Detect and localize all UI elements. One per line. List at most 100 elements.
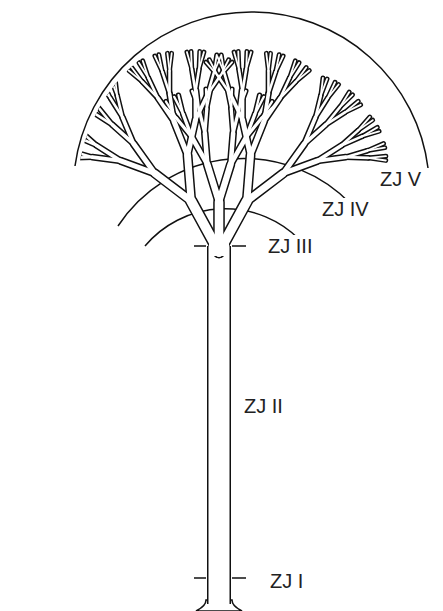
- branch-fill: [179, 95, 184, 114]
- branch-fill: [117, 96, 122, 118]
- branch-fill: [159, 55, 163, 72]
- branch-fill: [255, 97, 264, 114]
- branch-fill: [233, 109, 239, 133]
- branch-fill: [205, 109, 207, 134]
- branch-fill: [283, 161, 317, 173]
- trunk: [196, 246, 242, 611]
- branch-fill: [362, 131, 379, 136]
- zone-arcs: [75, 12, 428, 246]
- zone-label: ZJ V: [378, 168, 423, 190]
- branch-fill: [103, 82, 111, 98]
- branch-fill: [54, 144, 70, 151]
- branch-outline: [368, 158, 386, 161]
- branch-fill: [317, 157, 345, 161]
- branch-fill: [227, 89, 231, 108]
- branch-outline: [59, 131, 76, 136]
- branch-fill: [230, 89, 233, 108]
- branch-outline: [207, 164, 219, 202]
- branch-fill: [315, 98, 327, 117]
- tick: [194, 577, 206, 579]
- trunk-fill: [209, 246, 230, 606]
- branch-fill: [123, 118, 134, 144]
- branch-fill: [243, 69, 247, 91]
- branch-fill: [234, 52, 239, 69]
- branch-fill: [237, 51, 240, 69]
- zone-ticks: [194, 246, 246, 578]
- branch-fill: [134, 144, 155, 173]
- branch-fill: [132, 68, 143, 82]
- tick: [194, 245, 206, 247]
- branch-fill: [98, 107, 112, 125]
- branch-fill: [168, 71, 171, 94]
- branch-fill: [262, 104, 276, 118]
- branch-fill: [59, 131, 76, 136]
- branch-fill: [221, 55, 224, 73]
- branch-fill: [326, 113, 345, 125]
- branch-fill: [368, 158, 386, 161]
- zone-label: ZJ III: [266, 235, 314, 257]
- branch-fill: [290, 63, 299, 78]
- branch-fill: [197, 90, 199, 109]
- branch-outline: [52, 156, 70, 158]
- branch-fill: [80, 101, 94, 112]
- branch-fill: [340, 95, 353, 107]
- branch-outline: [199, 52, 204, 69]
- zone-label: ZJ II: [242, 395, 285, 417]
- branch-fill: [85, 95, 98, 107]
- zone-label: ZJ IV: [320, 198, 371, 220]
- branch-fill: [246, 52, 251, 69]
- branch-fill: [231, 137, 247, 164]
- branch-fill: [321, 79, 327, 96]
- branch-outline: [246, 52, 251, 69]
- branch-fill: [52, 156, 70, 158]
- branch-outline: [85, 95, 98, 107]
- branch-fill: [280, 82, 296, 98]
- branch-fill: [89, 92, 98, 107]
- branch-fill: [327, 85, 338, 99]
- branch-outline: [52, 158, 70, 161]
- branch-fill: [195, 69, 199, 91]
- outer-arc: [75, 12, 428, 168]
- branch-fill: [268, 72, 275, 93]
- branch-fill: [61, 127, 76, 136]
- branch-fill: [205, 133, 207, 164]
- branch-outline: [219, 164, 231, 202]
- branch-fill: [276, 56, 284, 72]
- branch-fill: [346, 156, 369, 159]
- branch-outline: [77, 105, 93, 113]
- branch-fill: [71, 151, 93, 157]
- branch-outline: [205, 133, 207, 164]
- branch-outline: [188, 155, 192, 201]
- branch-fill: [52, 158, 70, 161]
- branch-fill: [80, 130, 97, 145]
- branch-outline: [53, 148, 71, 151]
- branch-outline: [68, 117, 80, 130]
- branch-fill: [346, 151, 368, 157]
- branch-outline: [205, 109, 207, 134]
- branch-outline: [247, 155, 251, 201]
- branch-fill: [170, 53, 172, 71]
- branch-fill: [148, 78, 158, 98]
- branch-fill: [304, 125, 325, 144]
- branch-outline: [346, 151, 368, 157]
- branch-fill: [183, 114, 192, 137]
- branch-fill: [166, 102, 176, 119]
- branch-fill: [341, 136, 362, 145]
- branch-outline: [170, 53, 172, 71]
- branch-outline: [233, 109, 239, 133]
- branch-fill: [155, 173, 191, 201]
- trunk-joint: [209, 244, 229, 256]
- branch-fill: [268, 53, 270, 71]
- branch-fill: [77, 105, 93, 113]
- branch-outline: [61, 127, 76, 136]
- tick: [232, 577, 246, 579]
- branch-fill: [65, 120, 80, 130]
- branch-outline: [80, 101, 94, 112]
- branch-outline: [247, 173, 283, 201]
- branch-fill: [188, 155, 192, 201]
- branch-fill: [246, 118, 262, 137]
- branches: [52, 51, 386, 256]
- branch-outline: [65, 120, 80, 130]
